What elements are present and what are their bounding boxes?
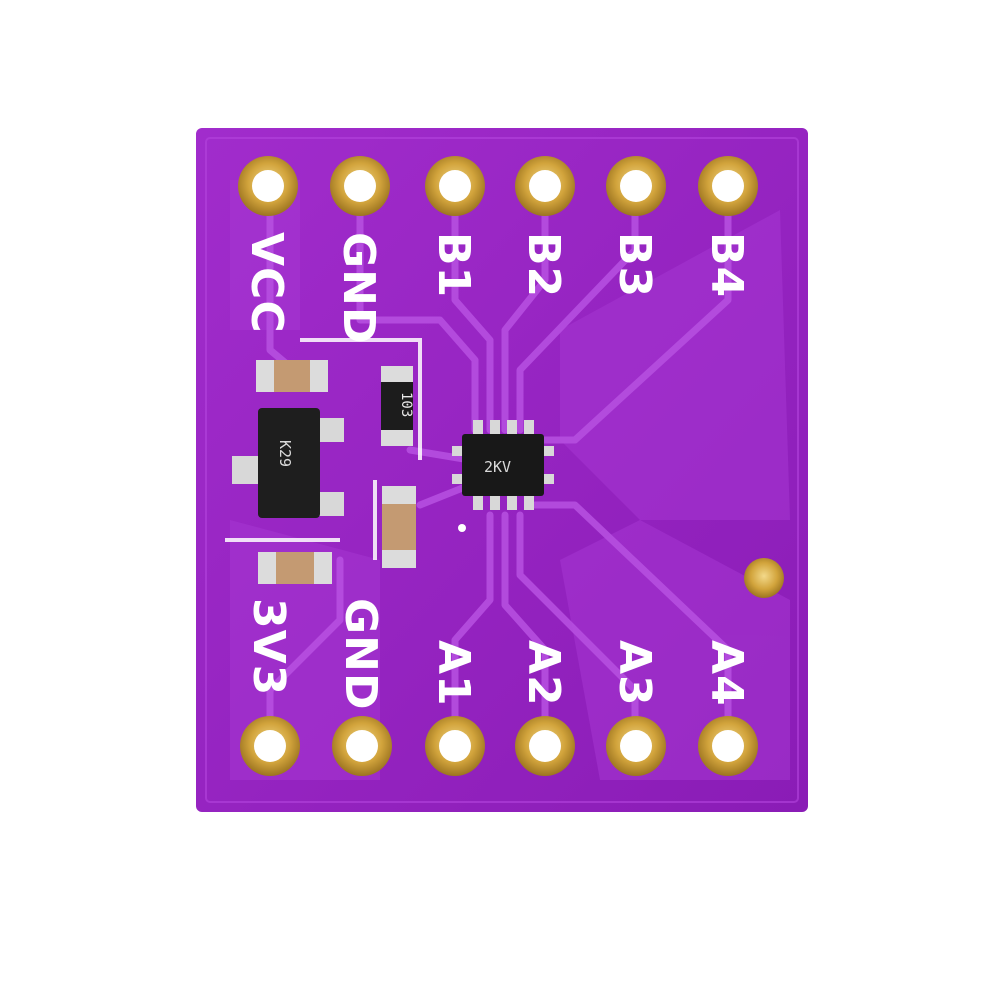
pin-label-b4: B4 [701, 232, 752, 298]
voltage-regulator: K29 [232, 408, 344, 518]
copper-pour [230, 180, 790, 780]
pin-label-a1: A1 [428, 640, 479, 707]
pin-pad[interactable] [425, 716, 485, 776]
pin-label-vcc: VCC [241, 232, 292, 334]
capacitor-c1 [256, 360, 328, 392]
pin-pad[interactable] [606, 716, 666, 776]
pin-pad[interactable] [515, 156, 575, 216]
pin-label-3v3: 3V3 [243, 598, 294, 696]
pin-pad[interactable] [606, 156, 666, 216]
ic-marking: 2KV [484, 458, 511, 476]
bottom-pin-labels: 3V3 GND A1 A2 A3 A4 [243, 598, 752, 710]
capacitor-c3 [382, 486, 416, 568]
silkscreen-outlines [225, 338, 422, 560]
pin-label-b1: B1 [428, 232, 479, 298]
pin-pad[interactable] [698, 156, 758, 216]
pin-pad[interactable] [240, 716, 300, 776]
pin-label-a2: A2 [518, 640, 569, 707]
pin-pad[interactable] [698, 716, 758, 776]
pin-pad[interactable] [332, 716, 392, 776]
regulator-marking: K29 [276, 440, 294, 467]
top-pin-labels: VCC GND B1 B2 B3 B4 [241, 232, 752, 344]
pin-label-gnd-bottom: GND [335, 598, 386, 710]
pin-label-gnd-top: GND [333, 232, 384, 344]
pin-pad[interactable] [330, 156, 390, 216]
capacitor-c2 [258, 552, 332, 584]
top-header-pins [238, 156, 758, 216]
pin-pad[interactable] [515, 716, 575, 776]
pin-label-b2: B2 [518, 232, 569, 298]
pin-pad[interactable] [238, 156, 298, 216]
pin-label-b3: B3 [609, 232, 660, 298]
pin-pad[interactable] [425, 156, 485, 216]
level-shifter-ic: 2KV [452, 420, 554, 532]
resistor-r1: 103 [381, 366, 414, 446]
bottom-header-pins [240, 716, 758, 776]
solder-jumper-pad [744, 558, 784, 598]
pin-label-a4: A4 [701, 640, 752, 707]
resistor-marking: 103 [398, 392, 414, 417]
pin-label-a3: A3 [609, 640, 660, 707]
